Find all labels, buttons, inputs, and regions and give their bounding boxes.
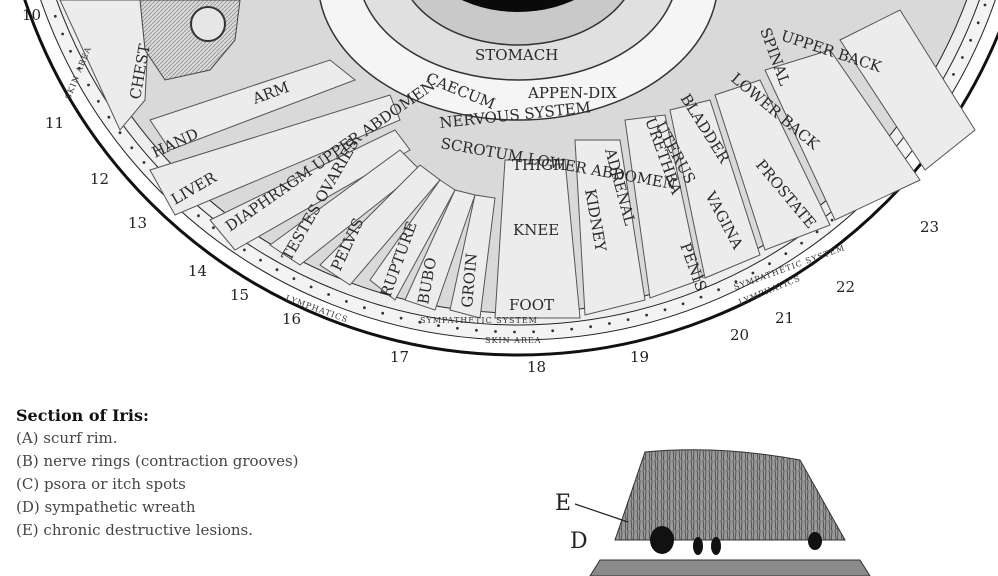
- ring-dot: [969, 39, 972, 42]
- ring-dot: [97, 100, 100, 103]
- legend-item-d: (D) sympathetic wreath: [16, 496, 436, 519]
- ring-dot: [551, 329, 554, 332]
- number-11: 11: [45, 114, 64, 132]
- ring-dot: [87, 84, 90, 87]
- lesion-2: [693, 537, 703, 555]
- ring-dot: [627, 318, 630, 321]
- iris-section-illustration: E D: [555, 450, 870, 576]
- number-18: 18: [527, 358, 546, 376]
- label-appendix: APPEN-DIX: [527, 84, 617, 102]
- ring-dot: [363, 306, 366, 309]
- ring-dot: [119, 131, 122, 134]
- section-body: [615, 450, 845, 540]
- ring-dot: [400, 317, 403, 320]
- label-e: E: [555, 491, 571, 516]
- legend-title: Section of Iris:: [16, 404, 436, 427]
- ring-dot: [831, 219, 834, 222]
- lesion-4: [808, 532, 822, 550]
- iris-section-legend: Section of Iris: (A) scurf rim. (B) nerv…: [16, 404, 436, 542]
- number-16: 16: [282, 310, 301, 328]
- lesion-1: [650, 526, 674, 554]
- ring-dot: [961, 56, 964, 59]
- chest-circle: [191, 7, 225, 41]
- ring-dot: [345, 300, 348, 303]
- label-d: D: [570, 529, 588, 554]
- number-14: 14: [188, 262, 207, 280]
- ring-dot: [475, 329, 478, 332]
- number-10: 10: [22, 6, 41, 24]
- ring-dot: [130, 146, 133, 149]
- number-17: 17: [390, 348, 409, 366]
- lesion-3: [711, 537, 721, 555]
- ring-dot: [276, 268, 279, 271]
- ring-dot: [212, 226, 215, 229]
- ring-dot: [717, 288, 720, 291]
- number-13: 13: [128, 214, 147, 232]
- ring-dot: [381, 312, 384, 315]
- ring-dot: [645, 314, 648, 317]
- segment-knee: [495, 160, 580, 318]
- number-15: 15: [230, 286, 249, 304]
- ring-dot: [984, 4, 987, 7]
- ring-dot: [494, 330, 497, 333]
- label-skin-area-bottom: SKIN AREA: [485, 336, 542, 345]
- ring-dot: [243, 249, 246, 252]
- section-lower-band: [590, 560, 870, 576]
- ring-dot: [664, 308, 667, 311]
- ring-dot: [800, 242, 803, 245]
- label-thigh: THIGH: [512, 156, 566, 174]
- label-sympathetic-bottom: SYMPATHETIC SYSTEM: [420, 316, 538, 325]
- ring-dot: [752, 272, 755, 275]
- ring-dot: [513, 331, 516, 334]
- ring-dot: [108, 116, 111, 119]
- number-20: 20: [730, 326, 749, 344]
- ring-dot: [532, 330, 535, 333]
- pointer-e: [575, 504, 628, 522]
- legend-item-c: (C) psora or itch spots: [16, 473, 436, 496]
- legend-item-a: (A) scurf rim.: [16, 427, 436, 450]
- label-stomach: STOMACH: [475, 46, 558, 64]
- ring-dot: [784, 252, 787, 255]
- ring-dot: [259, 259, 262, 262]
- number-23: 23: [920, 218, 939, 236]
- ring-dot: [456, 327, 459, 330]
- ring-dot: [310, 286, 313, 289]
- number-22: 22: [836, 278, 855, 296]
- ring-dot: [54, 15, 57, 18]
- ring-dot: [952, 73, 955, 76]
- label-knee: KNEE: [513, 221, 559, 239]
- ring-dot: [589, 325, 592, 328]
- ring-dot: [327, 293, 330, 296]
- number-12: 12: [90, 170, 109, 188]
- ring-dot: [768, 262, 771, 265]
- ring-dot: [293, 277, 296, 280]
- ring-dot: [61, 33, 64, 36]
- ring-dot: [143, 161, 146, 164]
- ring-dot: [700, 296, 703, 299]
- ring-dot: [197, 214, 200, 217]
- legend-item-e: (E) chronic destructive lesions.: [16, 519, 436, 542]
- ring-dot: [682, 302, 685, 305]
- number-19: 19: [630, 348, 649, 366]
- ring-dot: [69, 50, 72, 53]
- ring-dot: [570, 328, 573, 331]
- ring-dot: [977, 21, 980, 24]
- ring-dot: [608, 322, 611, 325]
- legend-item-b: (B) nerve rings (contraction grooves): [16, 450, 436, 473]
- number-21: 21: [775, 309, 794, 327]
- label-foot: FOOT: [509, 296, 554, 314]
- ring-dot: [816, 231, 819, 234]
